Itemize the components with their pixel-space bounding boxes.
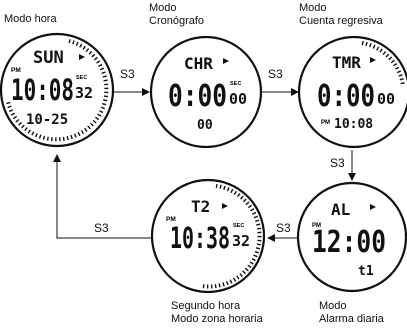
dual-label-line1: Segundo hora [171, 300, 241, 312]
timer-top: TMR [332, 53, 361, 72]
chrono-mode-label: Modo Cronógrafo [149, 2, 204, 27]
time-main: 10:08 [11, 73, 74, 107]
watch-alarm-mode: AL PM 12:00 t1 [296, 181, 407, 293]
timer-mode-label: Modo Cuenta regresiva [299, 2, 383, 27]
flow-arrows [53, 88, 356, 242]
arrow-dual-to-time [53, 154, 152, 239]
timer-label-line2: Cuenta regresiva [299, 14, 383, 27]
time-sec-tag: SEC [76, 75, 87, 81]
chrono-main: 0:00 [168, 79, 227, 114]
watch-timer-mode: TMR 0:00 00 PM 10:08 [297, 35, 407, 149]
signal-icon [370, 57, 376, 63]
timer-main: 0:00 [317, 79, 375, 114]
chrono-seconds: 00 [229, 90, 247, 108]
chrono-top: CHR [184, 54, 213, 73]
time-mode-label-text: Modo hora [4, 13, 57, 25]
s3-label-5: S3 [94, 221, 109, 235]
time-date: 10-25 [26, 112, 68, 128]
alarm-bottom: t1 [358, 264, 374, 279]
time-mode-label: Modo hora [4, 13, 57, 26]
dual-top: T2 [191, 197, 210, 216]
alarm-main: 12:00 [312, 225, 386, 260]
time-pm: PM [11, 67, 21, 74]
watch-chrono-mode: CHR 0:00 SEC 00 00 [149, 35, 263, 149]
s3-label-4: S3 [276, 221, 291, 235]
timer-pm: PM [321, 120, 330, 126]
chrono-sec-tag: SEC [230, 81, 241, 87]
timer-bottom: 10:08 [334, 117, 373, 132]
s3-label-1: S3 [120, 67, 135, 81]
signal-icon [223, 58, 229, 64]
dual-pm: PM [166, 216, 176, 223]
alarm-top: AL [331, 200, 350, 219]
s3-label-2: S3 [268, 67, 283, 81]
time-seconds: 32 [75, 84, 93, 102]
dual-main: 10:38 [170, 221, 230, 255]
watch-time-mode: SUN PM 10:08 SEC 32 10-25 [0, 32, 115, 148]
chrono-bottom: 00 [197, 118, 213, 133]
timer-seconds: 00 [377, 90, 395, 108]
signal-icon [79, 54, 85, 60]
alarm-mode-label: Modo Alarma diaria [319, 300, 384, 325]
chrono-label-line1: Modo [149, 2, 177, 14]
s3-label-3: S3 [330, 156, 345, 170]
signal-icon [370, 204, 376, 210]
watch-dual-time-mode: T2 PM 10:38 SEC 32 [150, 178, 266, 294]
alarm-label-line2: Alarma diaria [319, 312, 384, 325]
signal-icon [222, 203, 228, 209]
chrono-label-line2: Cronógrafo [149, 14, 205, 27]
time-top: SUN [33, 48, 64, 68]
timer-label-line1: Modo [299, 2, 327, 14]
dual-label-line2: Modo zona horaria [171, 312, 263, 325]
dual-sec-tag: SEC [233, 223, 244, 229]
dual-seconds: 32 [232, 232, 250, 250]
alarm-pm: PM [312, 223, 321, 229]
dual-time-mode-label: Segundo hora Modo zona horaria [171, 300, 263, 325]
alarm-label-line1: Modo [319, 300, 347, 312]
